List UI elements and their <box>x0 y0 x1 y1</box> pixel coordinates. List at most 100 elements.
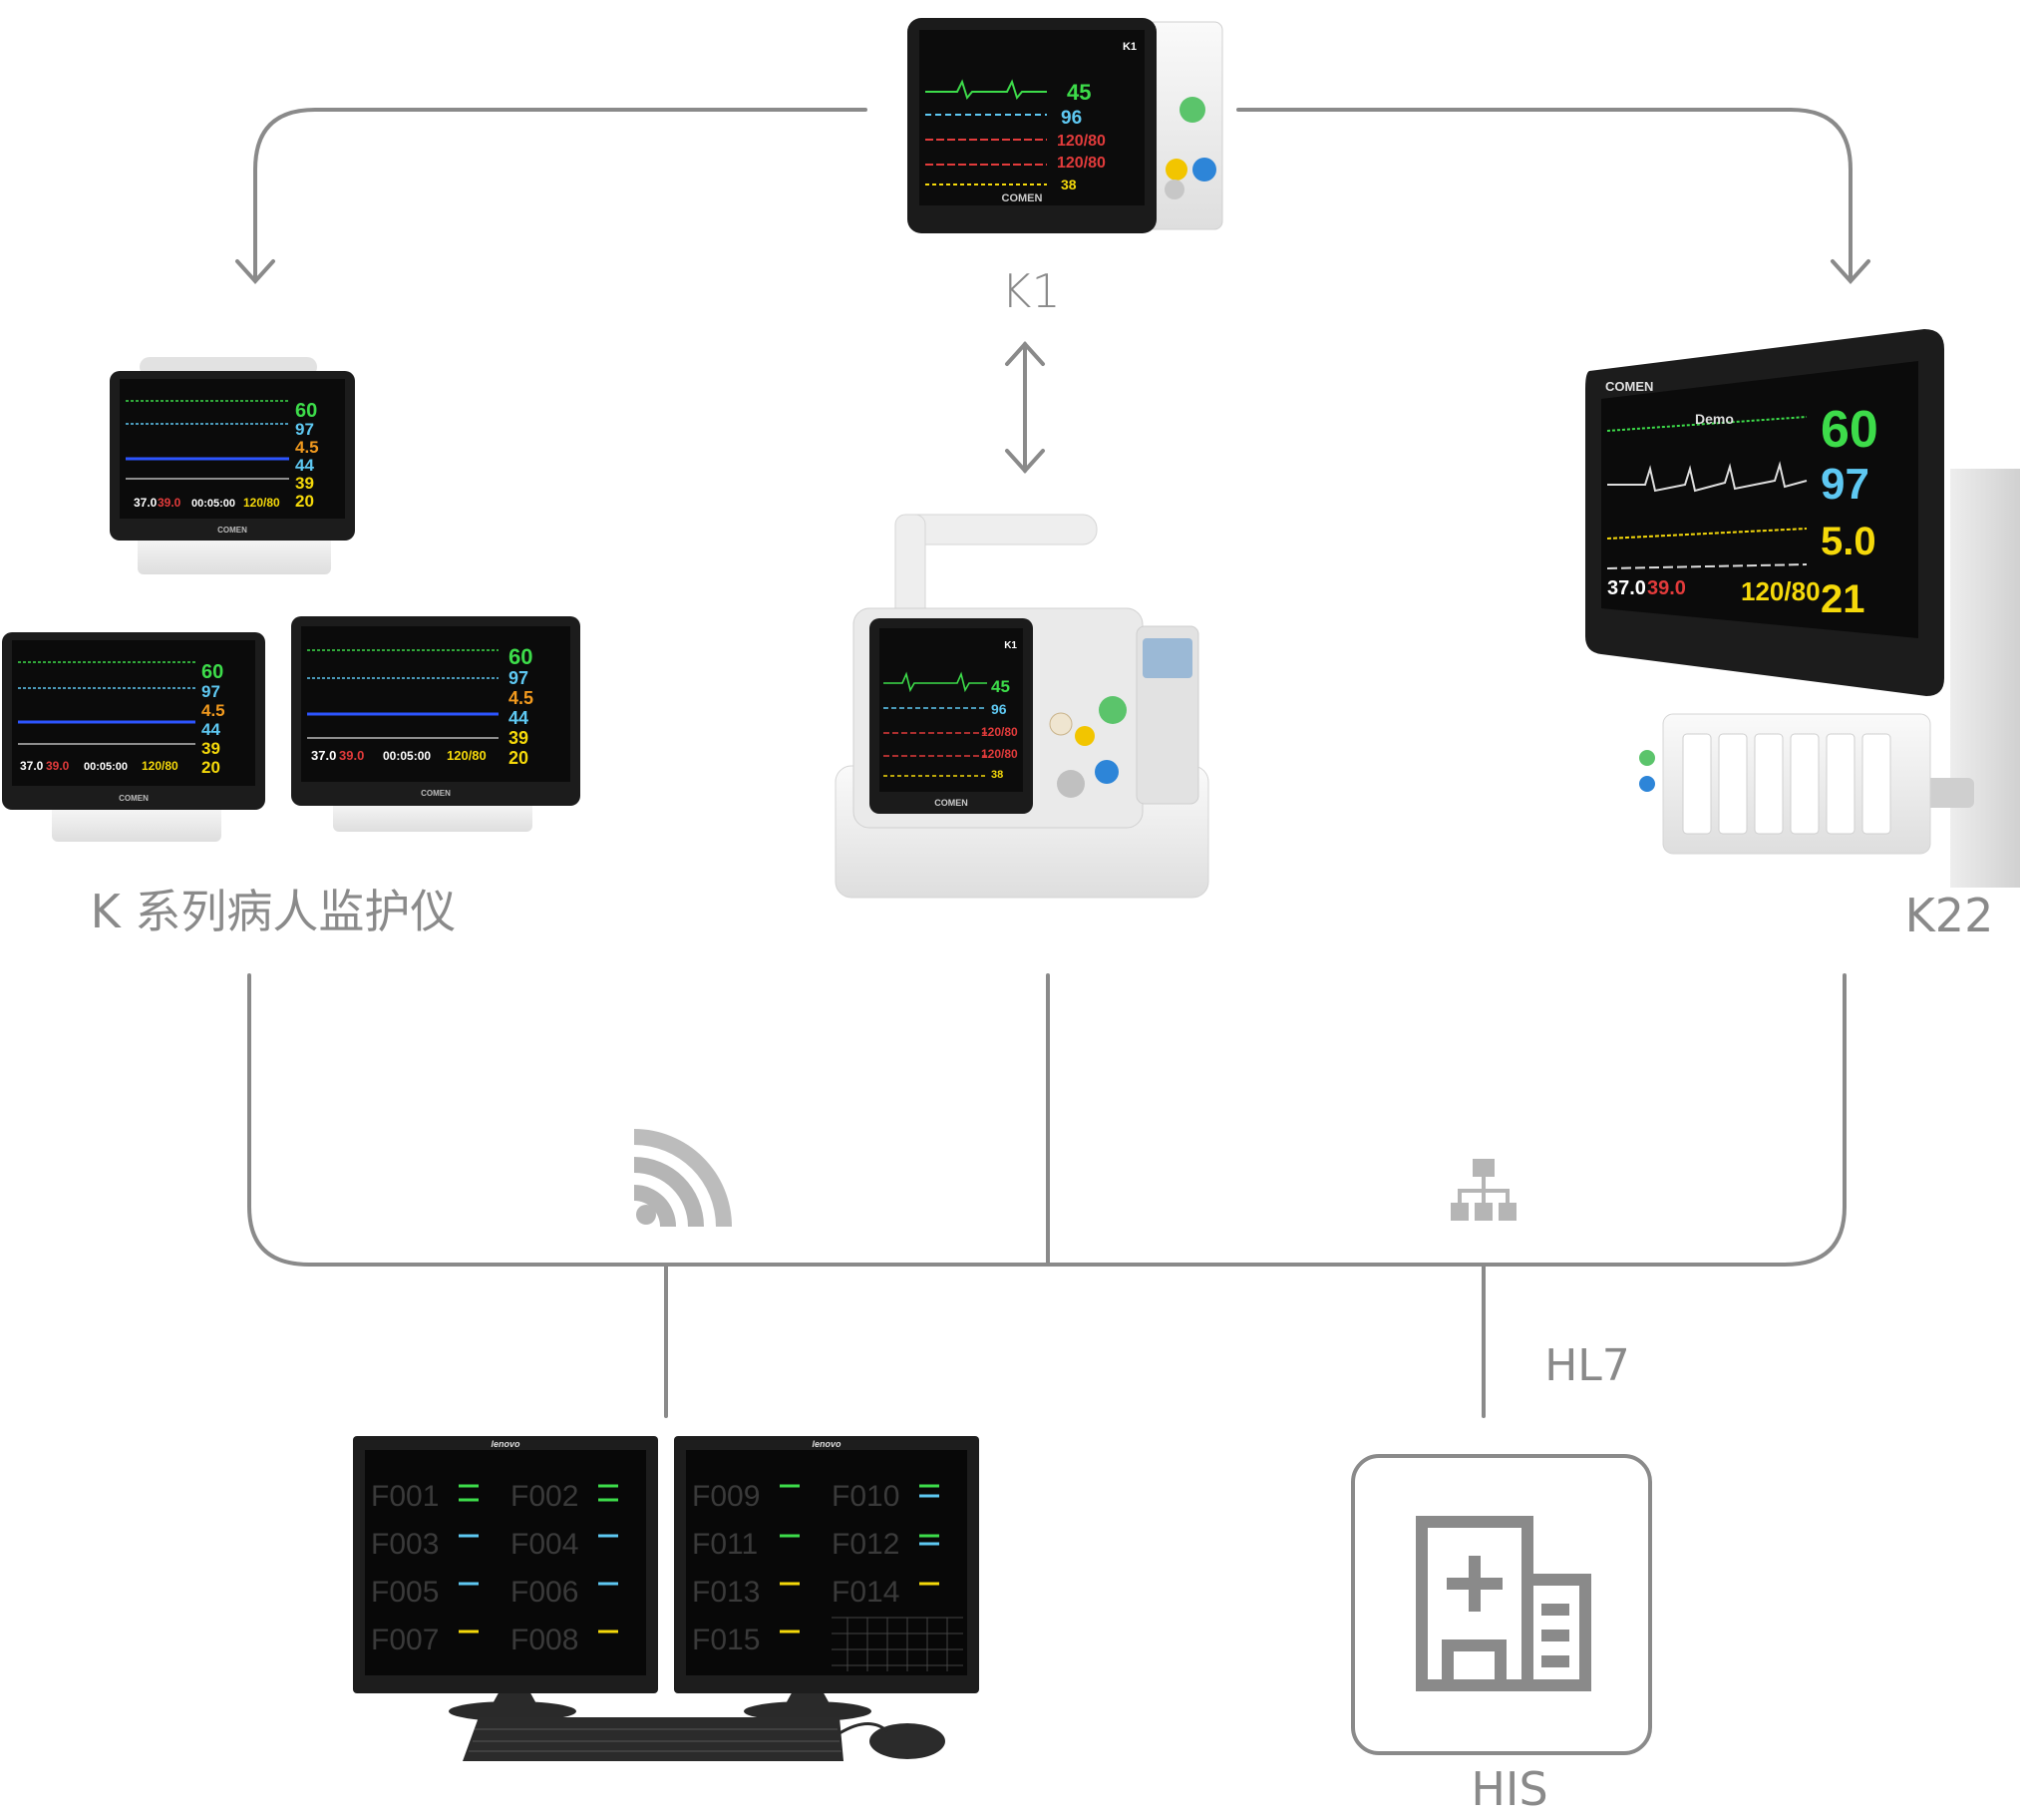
k22-b2: 120/80 <box>1741 576 1821 606</box>
k1-value-nibp2: 120/80 <box>1057 155 1106 172</box>
cs-right-brand: lenovo <box>812 1439 842 1449</box>
docked-badge: K1 <box>1004 640 1017 651</box>
k-br-v2: 4.5 <box>508 688 533 708</box>
docked-v0: 45 <box>991 677 1010 696</box>
k-top-b2: 00:05:00 <box>191 498 235 510</box>
k-top-v5: 20 <box>295 492 314 511</box>
network-topology-icon <box>1451 1159 1517 1221</box>
hospital-building-icon <box>1416 1516 1591 1691</box>
k-monitor-bottom-right: 60 97 4.5 44 39 20 37.0 39.0 00:05:00 12… <box>291 616 580 832</box>
k-bl-v4: 39 <box>201 739 220 758</box>
k1-waveforms <box>925 79 1047 185</box>
bed-tile: F015 <box>692 1624 760 1656</box>
k22-monitor: COMEN Demo 60 97 5.0 21 37.0 39.0 120/80 <box>1585 329 2020 888</box>
k-bl-b2: 00:05:00 <box>84 761 128 773</box>
k-top-brand: COMEN <box>217 526 247 535</box>
k-bl-b0: 37.0 <box>20 759 44 773</box>
k-top-v4: 39 <box>295 474 314 493</box>
k-br-brand: COMEN <box>421 789 451 798</box>
k-top-v2: 4.5 <box>295 438 319 457</box>
k-top-v3: 44 <box>295 456 314 475</box>
arrowhead-down <box>1005 449 1045 474</box>
docked-k1-monitor: K1 45 96 120/80 120/80 38 COMEN <box>835 514 1209 899</box>
cs-right-tiles: F009 F010 F011 F012 F013 F014 F015 <box>692 1480 899 1656</box>
k-bl-v0: 60 <box>201 661 223 683</box>
k22-title: Demo <box>1695 411 1734 427</box>
bed-tile: F012 <box>832 1528 899 1561</box>
k-br-v0: 60 <box>508 644 532 669</box>
k1-value-hr: 45 <box>1067 80 1091 105</box>
wifi-icon <box>634 1129 732 1227</box>
line-k1-to-k22 <box>1236 108 1853 281</box>
cs-left-tiles: F001 F002 F003 F004 F005 F006 F007 F008 <box>371 1480 578 1656</box>
arrowhead-up <box>1005 341 1045 366</box>
k-monitor-bottom-left: 60 97 4.5 44 39 20 37.0 39.0 00:05:00 12… <box>2 632 265 842</box>
label-his: HIS <box>1471 1762 1547 1816</box>
k-bl-v5: 20 <box>201 758 220 777</box>
bed-tile: F009 <box>692 1480 760 1513</box>
line-k1-to-k-series <box>253 108 867 281</box>
k22-v0: 60 <box>1821 401 1878 459</box>
docked-v3: 120/80 <box>981 747 1018 761</box>
cs-vitals-marks <box>459 1484 939 1634</box>
bed-tile: F001 <box>371 1480 439 1513</box>
docked-v1: 96 <box>991 701 1007 717</box>
k-br-v1: 97 <box>508 668 528 688</box>
k-br-v5: 20 <box>508 748 528 768</box>
bed-tile: F006 <box>510 1576 578 1609</box>
k-bl-b3: 120/80 <box>142 759 178 773</box>
bed-tile: F002 <box>510 1480 578 1513</box>
keyboard <box>463 1717 843 1761</box>
k1-brand: COMEN <box>1002 192 1043 204</box>
k22-v1: 97 <box>1821 460 1869 509</box>
arrowhead-k-series <box>235 259 275 284</box>
bed-tile: F011 <box>692 1528 758 1561</box>
k-bl-brand: COMEN <box>119 794 149 803</box>
connector-lines <box>235 108 1870 1418</box>
k-top-v1: 97 <box>295 420 314 439</box>
cs-empty-grid <box>832 1617 963 1671</box>
docked-v2: 120/80 <box>981 725 1018 739</box>
k1-value-spo2: 96 <box>1061 108 1082 129</box>
k1-value-nibp1: 120/80 <box>1057 133 1106 150</box>
k22-module-rack <box>1682 733 1891 835</box>
docked-brand: COMEN <box>934 798 968 808</box>
his-frame <box>1351 1454 1652 1755</box>
k22-v3: 21 <box>1821 577 1865 621</box>
k1-value-resp: 38 <box>1061 177 1077 192</box>
k-top-b0: 37.0 <box>134 496 158 510</box>
bed-tile: F003 <box>371 1528 439 1561</box>
bed-tile: F010 <box>832 1480 899 1513</box>
bed-tile: F008 <box>510 1624 578 1656</box>
label-k22: K22 <box>1905 889 1994 942</box>
k22-b1: 39.0 <box>1647 577 1686 599</box>
mouse <box>869 1723 945 1759</box>
k1-monitor: K1 45 96 120/80 120/80 38 COMEN <box>907 18 1223 233</box>
central-station: lenovo lenovo F001 F002 F003 F004 F005 F… <box>353 1436 979 1761</box>
k-br-v3: 44 <box>508 708 528 728</box>
bed-tile: F007 <box>371 1624 439 1656</box>
k-bl-v3: 44 <box>201 720 220 739</box>
label-k-series: K 系列病人监护仪 <box>91 885 457 938</box>
label-hl7: HL7 <box>1544 1340 1630 1391</box>
k22-screen <box>1601 361 1918 638</box>
k-br-b0: 37.0 <box>311 748 336 763</box>
k-bl-v2: 4.5 <box>201 701 225 720</box>
k-top-b3: 120/80 <box>243 496 280 510</box>
k22-b0: 37.0 <box>1607 577 1646 599</box>
k-br-b1: 39.0 <box>339 748 364 763</box>
bed-tile: F014 <box>832 1576 899 1609</box>
k-monitor-top: 60 97 4.5 44 39 20 37.0 39.0 00:05:00 12… <box>110 357 355 574</box>
k-br-b3: 120/80 <box>447 748 487 763</box>
k-top-v0: 60 <box>295 400 317 422</box>
bed-tile: F004 <box>510 1528 578 1561</box>
arrowhead-k22 <box>1831 259 1870 284</box>
label-k1: K1 <box>1001 264 1060 318</box>
k-bl-b1: 39.0 <box>46 759 70 773</box>
k22-v2: 5.0 <box>1821 520 1876 563</box>
k-bl-v1: 97 <box>201 682 220 701</box>
bed-tile: F005 <box>371 1576 439 1609</box>
k1-badge: K1 <box>1123 41 1137 53</box>
cs-left-brand: lenovo <box>491 1439 520 1449</box>
